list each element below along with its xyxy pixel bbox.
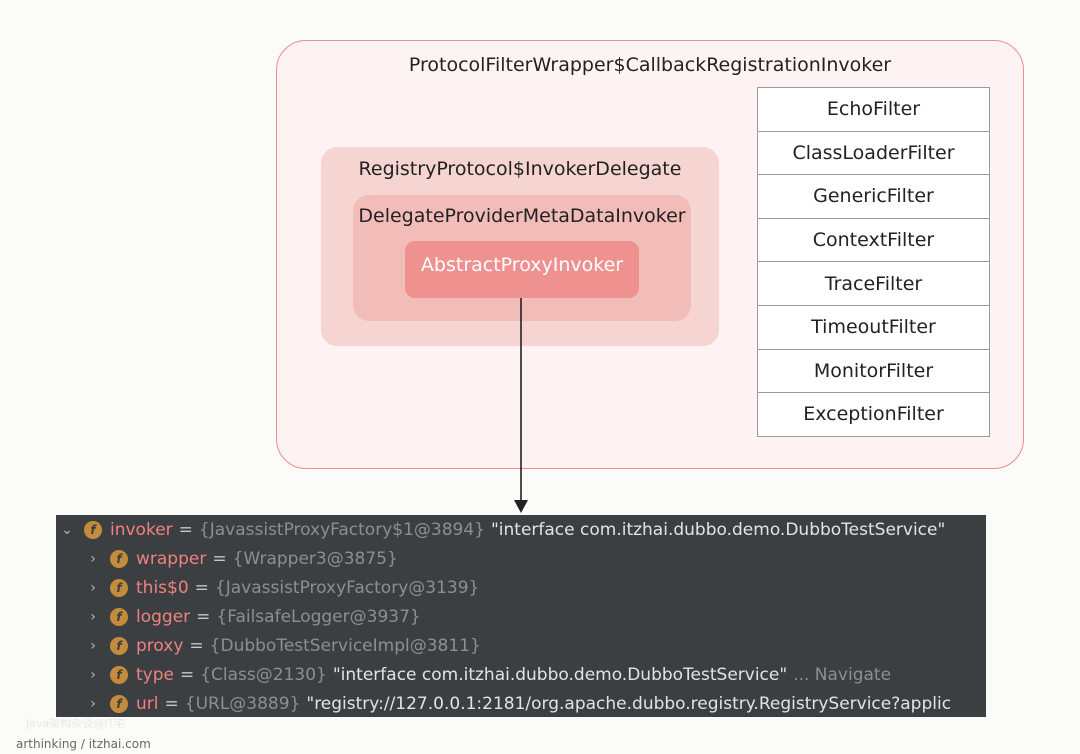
variable-ref: {Class@2130}: [200, 664, 327, 685]
watermark-line2: arthinking / itzhai.com: [16, 737, 151, 751]
equals-sign: =: [179, 664, 195, 685]
variable-string: "registry://127.0.0.1:2181/org.apache.du…: [306, 693, 952, 714]
arrow-head: [514, 500, 528, 513]
variable-name: logger: [136, 606, 191, 627]
variable-ref: {URL@3889}: [184, 693, 301, 714]
equals-sign: =: [164, 693, 179, 714]
filter-item: EchoFilter: [757, 87, 990, 132]
filter-chain: EchoFilter ClassLoaderFilter GenericFilt…: [757, 87, 990, 437]
watermark-line1: Java架构杂谈@IT宅: [26, 717, 126, 730]
equals-sign: =: [194, 577, 209, 598]
variable-row-invoker[interactable]: ⌄ f invoker = {JavassistProxyFactory$1@3…: [60, 515, 945, 544]
variable-name: type: [136, 664, 174, 685]
variable-row-url[interactable]: › f url = {URL@3889} "registry://127.0.0…: [86, 689, 951, 717]
equals-sign: =: [196, 606, 211, 627]
filter-item: ClassLoaderFilter: [757, 130, 990, 176]
variable-name: invoker: [110, 519, 173, 540]
debugger-variables-panel: ⌄ f invoker = {JavassistProxyFactory$1@3…: [56, 515, 986, 717]
variable-name: wrapper: [136, 548, 207, 569]
variable-ref: {DubboTestServiceImpl@3811}: [209, 635, 481, 656]
variable-row-wrapper[interactable]: › f wrapper = {Wrapper3@3875}: [86, 544, 398, 573]
variable-ref: {Wrapper3@3875}: [232, 548, 398, 569]
field-icon: f: [110, 607, 128, 626]
field-icon: f: [110, 665, 128, 684]
variable-row-this0[interactable]: › f this$0 = {JavassistProxyFactory@3139…: [86, 573, 479, 602]
filter-item: ExceptionFilter: [757, 392, 990, 437]
variable-row-type[interactable]: › f type = {Class@2130} "interface com.i…: [86, 660, 891, 689]
invoker-delegate-title: RegistryProtocol$InvokerDelegate: [358, 158, 682, 180]
field-icon: f: [110, 549, 128, 568]
variable-ref: {FailsafeLogger@3937}: [216, 606, 421, 627]
equals-sign: =: [189, 635, 204, 656]
variable-name: proxy: [136, 635, 184, 656]
field-icon: f: [84, 520, 102, 539]
abstract-proxy-invoker-box: AbstractProxyInvoker: [405, 241, 639, 298]
equals-sign: =: [178, 519, 193, 540]
variable-row-proxy[interactable]: › f proxy = {DubboTestServiceImpl@3811}: [86, 631, 481, 660]
outer-title: ProtocolFilterWrapper$CallbackRegistrati…: [408, 54, 892, 76]
variable-string: "interface com.itzhai.dubbo.demo.DubboTe…: [332, 664, 788, 685]
variable-ref: {JavassistProxyFactory@3139}: [214, 577, 480, 598]
chevron-right-icon[interactable]: ›: [90, 666, 96, 683]
variable-string: "interface com.itzhai.dubbo.demo.DubboTe…: [490, 519, 946, 540]
chevron-right-icon[interactable]: ›: [90, 550, 96, 567]
abstract-proxy-invoker-title: AbstractProxyInvoker: [420, 254, 624, 276]
field-icon: f: [110, 694, 128, 713]
filter-item: MonitorFilter: [757, 348, 990, 394]
variable-name: url: [136, 693, 159, 714]
field-icon: f: [110, 636, 128, 655]
filter-item: ContextFilter: [757, 217, 990, 263]
chevron-right-icon[interactable]: ›: [90, 695, 96, 712]
chevron-right-icon[interactable]: ›: [90, 608, 96, 625]
field-icon: f: [110, 578, 128, 597]
variable-row-logger[interactable]: › f logger = {FailsafeLogger@3937}: [86, 602, 421, 631]
variable-name: this$0: [136, 577, 189, 598]
chevron-down-icon[interactable]: ⌄: [61, 521, 73, 538]
delegate-provider-title: DelegateProviderMetaDataInvoker: [358, 205, 686, 227]
navigate-link[interactable]: ... Navigate: [793, 664, 892, 685]
equals-sign: =: [212, 548, 227, 569]
chevron-right-icon[interactable]: ›: [90, 579, 96, 596]
filter-item: TraceFilter: [757, 261, 990, 306]
variable-ref: {JavassistProxyFactory$1@3894}: [198, 519, 485, 540]
chevron-right-icon[interactable]: ›: [90, 637, 96, 654]
filter-item: GenericFilter: [757, 174, 990, 219]
filter-item: TimeoutFilter: [757, 304, 990, 350]
